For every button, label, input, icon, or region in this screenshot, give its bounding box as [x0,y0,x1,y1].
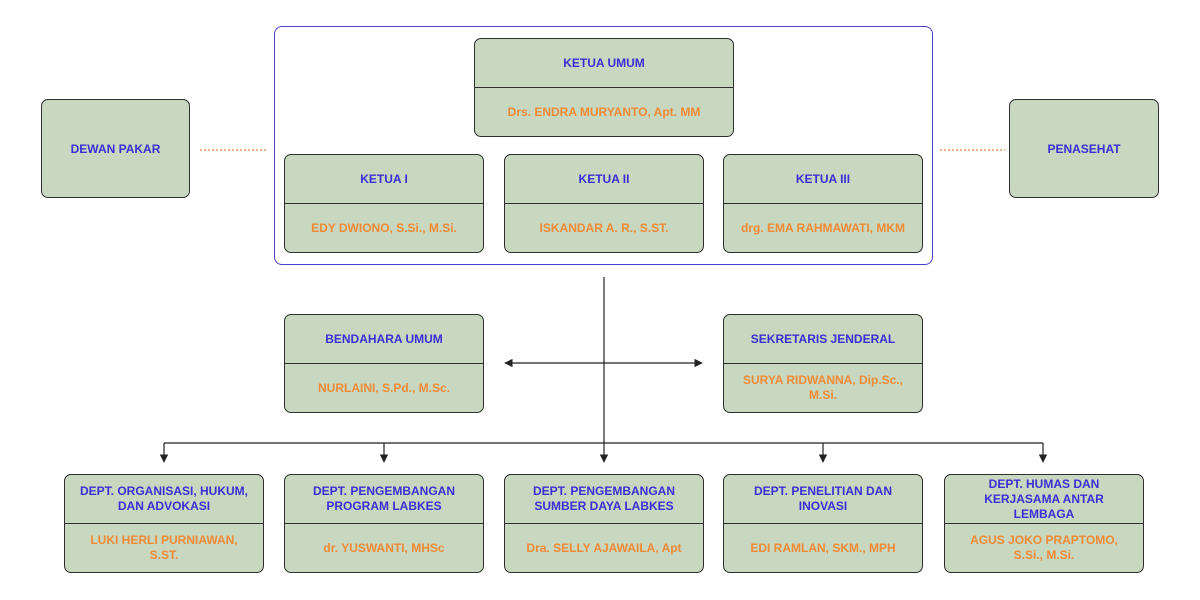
department-2-role: DEPT. PENGEMBANGAN PROGRAM LABKES [285,475,483,524]
ketua-3-role: KETUA III [724,155,922,204]
dewan-pakar-box: DEWAN PAKAR [41,99,190,198]
bendahara-umum-box: BENDAHARA UMUM NURLAINI, S.Pd., M.Sc. [284,314,484,413]
department-1-role: DEPT. ORGANISASI, HUKUM, DAN ADVOKASI [65,475,263,524]
department-3-box: DEPT. PENGEMBANGAN SUMBER DAYA LABKES Dr… [504,474,704,573]
department-3-role: DEPT. PENGEMBANGAN SUMBER DAYA LABKES [505,475,703,524]
ketua-1-name: EDY DWIONO, S.Si., M.Si. [311,220,457,235]
dewan-pakar-label: DEWAN PAKAR [70,141,161,156]
ketua-1-box: KETUA I EDY DWIONO, S.Si., M.Si. [284,154,484,253]
department-1-name: LUKI HERLI PURNIAWAN, S.ST. [90,533,238,562]
ketua-umum-name: Drs. ENDRA MURYANTO, Apt. MM [507,104,701,119]
department-4-name: EDI RAMLAN, SKM., MPH [750,540,896,555]
department-1-box: DEPT. ORGANISASI, HUKUM, DAN ADVOKASI LU… [64,474,264,573]
ketua-2-role: KETUA II [505,155,703,204]
department-5-name: AGUS JOKO PRAPTOMO, S.Si., M.Si. [970,533,1118,562]
bendahara-umum-role: BENDAHARA UMUM [285,315,483,364]
bendahara-umum-name: NURLAINI, S.Pd., M.Sc. [317,380,450,395]
sekretaris-jenderal-box: SEKRETARIS JENDERAL SURYA RIDWANNA, Dip.… [723,314,923,413]
ketua-3-box: KETUA III drg. EMA RAHMAWATI, MKM [723,154,923,253]
department-5-role: DEPT. HUMAS DAN KERJASAMA ANTAR LEMBAGA [945,475,1143,524]
department-4-box: DEPT. PENELITIAN DAN INOVASI EDI RAMLAN,… [723,474,923,573]
department-2-box: DEPT. PENGEMBANGAN PROGRAM LABKES dr. YU… [284,474,484,573]
ketua-1-role: KETUA I [285,155,483,204]
penasehat-box: PENASEHAT [1009,99,1159,198]
department-4-role: DEPT. PENELITIAN DAN INOVASI [724,475,922,524]
sekretaris-jenderal-name: SURYA RIDWANNA, Dip.Sc., M.Si. [742,373,904,402]
ketua-umum-box: KETUA UMUM Drs. ENDRA MURYANTO, Apt. MM [474,38,734,137]
sekretaris-jenderal-role: SEKRETARIS JENDERAL [724,315,922,364]
leadership-frame [274,26,933,265]
department-3-name: Dra. SELLY AJAWAILA, Apt [526,540,682,555]
ketua-umum-role: KETUA UMUM [475,39,733,88]
department-2-name: dr. YUSWANTI, MHSc [323,540,445,555]
ketua-3-name: drg. EMA RAHMAWATI, MKM [741,220,905,235]
department-5-box: DEPT. HUMAS DAN KERJASAMA ANTAR LEMBAGA … [944,474,1144,573]
ketua-2-name: ISKANDAR A. R., S.ST. [539,220,669,235]
ketua-2-box: KETUA II ISKANDAR A. R., S.ST. [504,154,704,253]
penasehat-label: PENASEHAT [1047,141,1121,156]
